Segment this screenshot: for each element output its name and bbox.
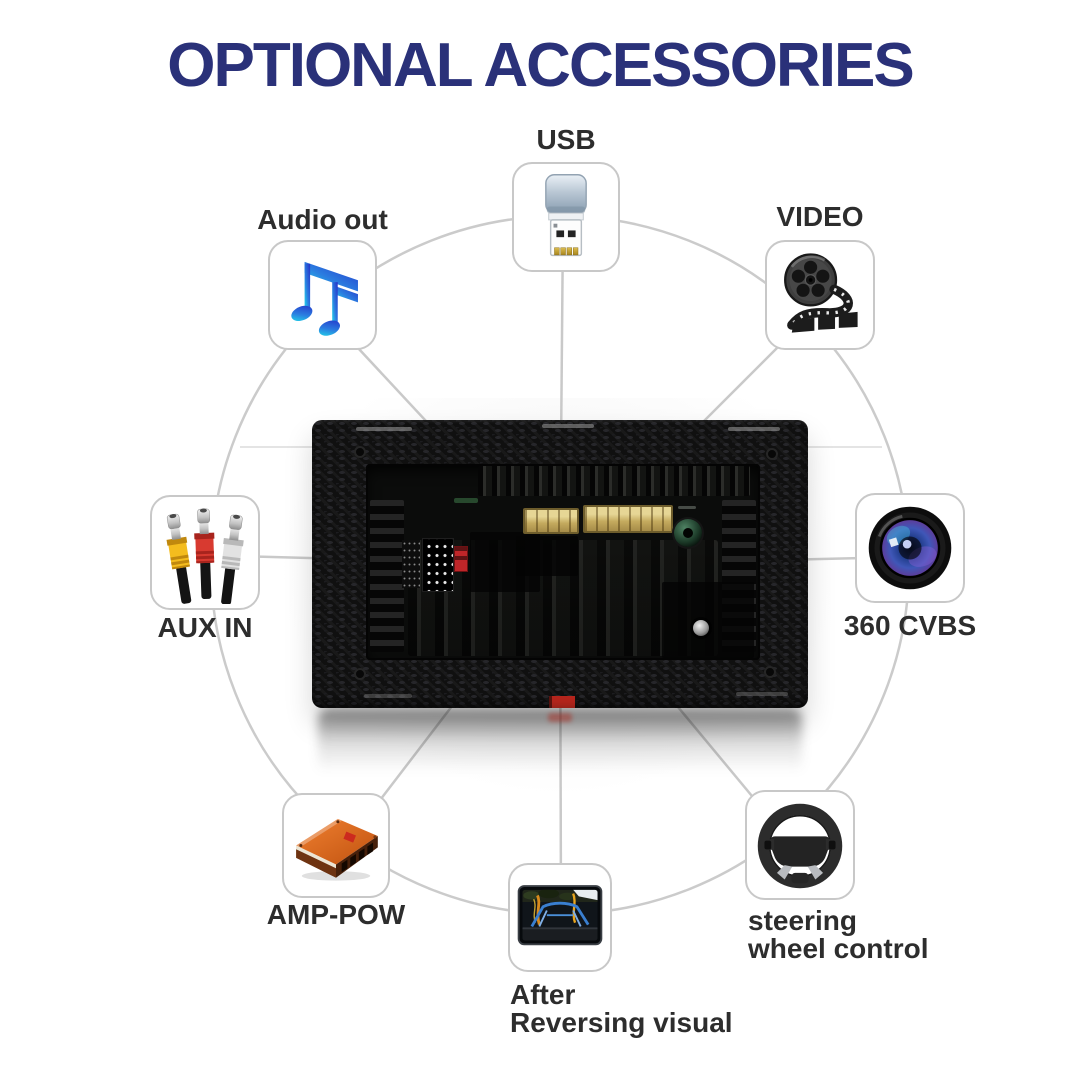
video-label: VIDEO [776, 201, 864, 232]
camera-lens-icon [868, 506, 952, 590]
backdrop-seam-right [808, 446, 882, 448]
reversing-label-line2: Reversing visual [510, 1007, 733, 1038]
pcb-module [662, 582, 754, 658]
chassis-print [542, 424, 594, 428]
chassis-print [356, 427, 412, 431]
chassis-screw [354, 446, 366, 458]
chassis-print [736, 692, 788, 696]
reversing-label-line1: After [510, 979, 576, 1010]
chassis-print [364, 694, 412, 698]
usb-label: USB [536, 124, 596, 155]
wire-harness-connector [523, 508, 579, 534]
device-reflection [318, 709, 802, 781]
red-connector [454, 546, 468, 572]
accessory-box-audio-out [268, 240, 377, 350]
usb-flash-drive-icon [545, 174, 587, 257]
accessory-box-video [765, 240, 875, 350]
device-reflection-red [548, 713, 572, 722]
accessory-box-reversing [508, 863, 612, 972]
accessory-box-360-cvbs [855, 493, 965, 603]
reversing-label: After Reversing visual [510, 981, 770, 1037]
reversing-camera-view-icon [517, 884, 603, 945]
heatsink-left [370, 500, 404, 652]
connector-panel [366, 464, 760, 660]
antenna-jack [674, 519, 702, 547]
pcb-module [516, 536, 578, 576]
vent-grille-top [478, 466, 750, 496]
pin-header-small [402, 540, 420, 588]
accessory-box-usb [512, 162, 620, 272]
pin-header [422, 538, 454, 592]
steering-label: steering wheel control [748, 907, 1008, 963]
car-stereo-rear-panel [312, 420, 808, 708]
steering-label-line2: wheel control [748, 933, 929, 964]
chassis-screw [766, 448, 778, 460]
pcb-marker [454, 498, 478, 503]
power-connector [549, 696, 575, 708]
accessory-box-steering [745, 790, 855, 900]
steering-wheel-icon [757, 803, 843, 889]
chassis-screw [764, 666, 776, 678]
panel-print [678, 506, 696, 509]
rca-cables-icon [166, 508, 244, 604]
cvbs-label: 360 CVBS [843, 610, 977, 641]
car-amplifier-icon [296, 818, 378, 881]
aux-in-label: AUX IN [157, 612, 253, 643]
music-notes-icon [290, 261, 358, 336]
chassis-screw [354, 668, 366, 680]
wire-harness-connector [583, 505, 673, 533]
panel-screw [693, 620, 709, 636]
page-title: OPTIONAL ACCESSORIES [167, 31, 914, 100]
audio-out-label: Audio out [257, 204, 388, 235]
accessory-box-amp-pow [282, 793, 390, 898]
amp-pow-label: AMP-POW [266, 899, 406, 930]
chassis-print [728, 427, 780, 431]
backdrop-seam-left [240, 446, 312, 448]
film-reel-icon [784, 253, 858, 333]
accessory-box-aux-in [150, 495, 260, 610]
steering-label-line1: steering [748, 905, 857, 936]
